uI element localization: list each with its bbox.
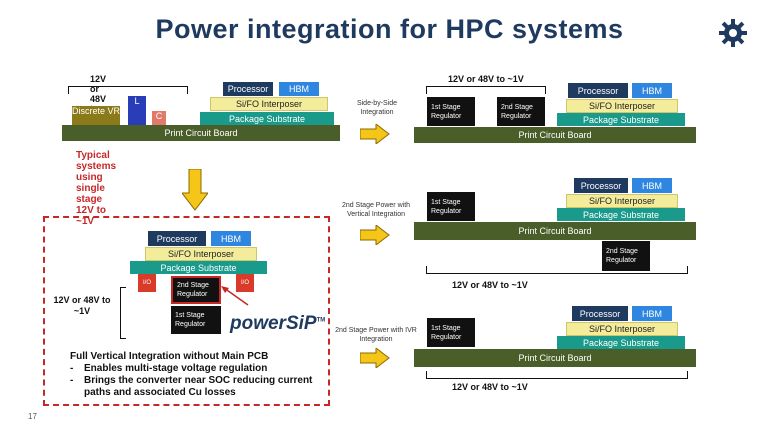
pcb: Print Circuit Board xyxy=(414,349,696,367)
stage1-regulator: 1st Stage Regulator xyxy=(427,97,475,126)
pcb: Print Circuit Board xyxy=(62,125,340,141)
processor-chip: Processor xyxy=(572,306,628,321)
interposer: Si/FO Interposer xyxy=(145,247,257,261)
pcb: Print Circuit Board xyxy=(414,222,696,240)
stage2-regulator: 2nd Stage Regulator xyxy=(497,97,545,126)
processor-chip: Processor xyxy=(568,83,628,98)
voltage-bracket xyxy=(68,86,188,94)
hbm-chip: HBM xyxy=(632,83,672,98)
package-substrate: Package Substrate xyxy=(200,112,334,125)
hbm-chip: HBM xyxy=(632,178,672,193)
interposer: Si/FO Interposer xyxy=(566,99,678,113)
interposer: Si/FO Interposer xyxy=(566,322,678,336)
inductor-l: L xyxy=(128,96,146,125)
processor-chip: Processor xyxy=(148,231,206,246)
box-voltage-label: 12V or 48V to ~1V xyxy=(53,295,111,316)
right-arrow-icon xyxy=(360,225,390,245)
package-substrate: Package Substrate xyxy=(130,261,267,274)
ivr-caption: 2nd Stage Power with IVR Integration xyxy=(335,327,417,343)
interposer: Si/FO Interposer xyxy=(210,97,328,111)
box-heading: Full Vertical Integration without Main P… xyxy=(70,351,269,362)
powersip-logo: powerSiPTM xyxy=(230,313,326,334)
pointer-arrow-icon xyxy=(221,286,249,306)
bullet-item: -Enables multi-stage voltage regulation xyxy=(70,363,268,374)
voltage-bracket xyxy=(426,266,688,274)
hbm-chip: HBM xyxy=(211,231,251,246)
page-title: Power integration for HPC systems xyxy=(155,14,624,44)
capacitor-c: C xyxy=(152,111,166,125)
package-substrate: Package Substrate xyxy=(557,336,685,349)
stage2-regulator: 2nd Stage Regulator xyxy=(602,241,650,271)
voltage-bracket xyxy=(426,371,688,379)
processor-chip: Processor xyxy=(574,178,628,193)
processor-chip: Processor xyxy=(223,82,273,96)
box-description: Full Vertical Integration without Main P… xyxy=(70,351,326,399)
package-substrate: Package Substrate xyxy=(557,208,685,221)
voltage-label: 12V or 48V to ~1V xyxy=(452,382,528,392)
voltage-bracket xyxy=(426,86,546,94)
io-block-right: I/O xyxy=(236,274,254,292)
down-arrow-icon xyxy=(182,169,208,211)
voltage-label: 12V or 48V to ~1V xyxy=(448,74,524,84)
stage1-regulator: 1st Stage Regulator xyxy=(171,306,221,334)
hbm-chip: HBM xyxy=(632,306,672,321)
bullet-item: -Brings the converter near SOC reducing … xyxy=(70,375,313,398)
io-block-left: I/O xyxy=(138,274,156,292)
right-arrow-icon xyxy=(360,348,390,368)
discrete-vr: Discrete VR xyxy=(72,106,120,126)
right-arrow-icon xyxy=(360,124,390,144)
powersip-highlight-box xyxy=(43,216,330,406)
gear-logo-icon xyxy=(719,19,747,47)
stage1-regulator: 1st Stage Regulator xyxy=(427,318,475,347)
interposer: Si/FO Interposer xyxy=(566,194,678,208)
vertical-caption: 2nd Stage Power with Vertical Integratio… xyxy=(341,202,411,218)
package-substrate: Package Substrate xyxy=(557,113,685,126)
side-by-side-caption: Side-by-Side Integration xyxy=(356,100,398,116)
pcb: Print Circuit Board xyxy=(414,127,696,143)
voltage-bracket xyxy=(120,287,126,339)
voltage-label: 12V or 48V to ~1V xyxy=(452,280,528,290)
stage1-regulator: 1st Stage Regulator xyxy=(427,192,475,221)
typical-caption: Typical systems using single stage 12V t… xyxy=(76,150,117,227)
stage2-regulator: 2nd Stage Regulator xyxy=(171,276,221,304)
hbm-chip: HBM xyxy=(279,82,319,96)
page-number: 17 xyxy=(28,412,37,421)
